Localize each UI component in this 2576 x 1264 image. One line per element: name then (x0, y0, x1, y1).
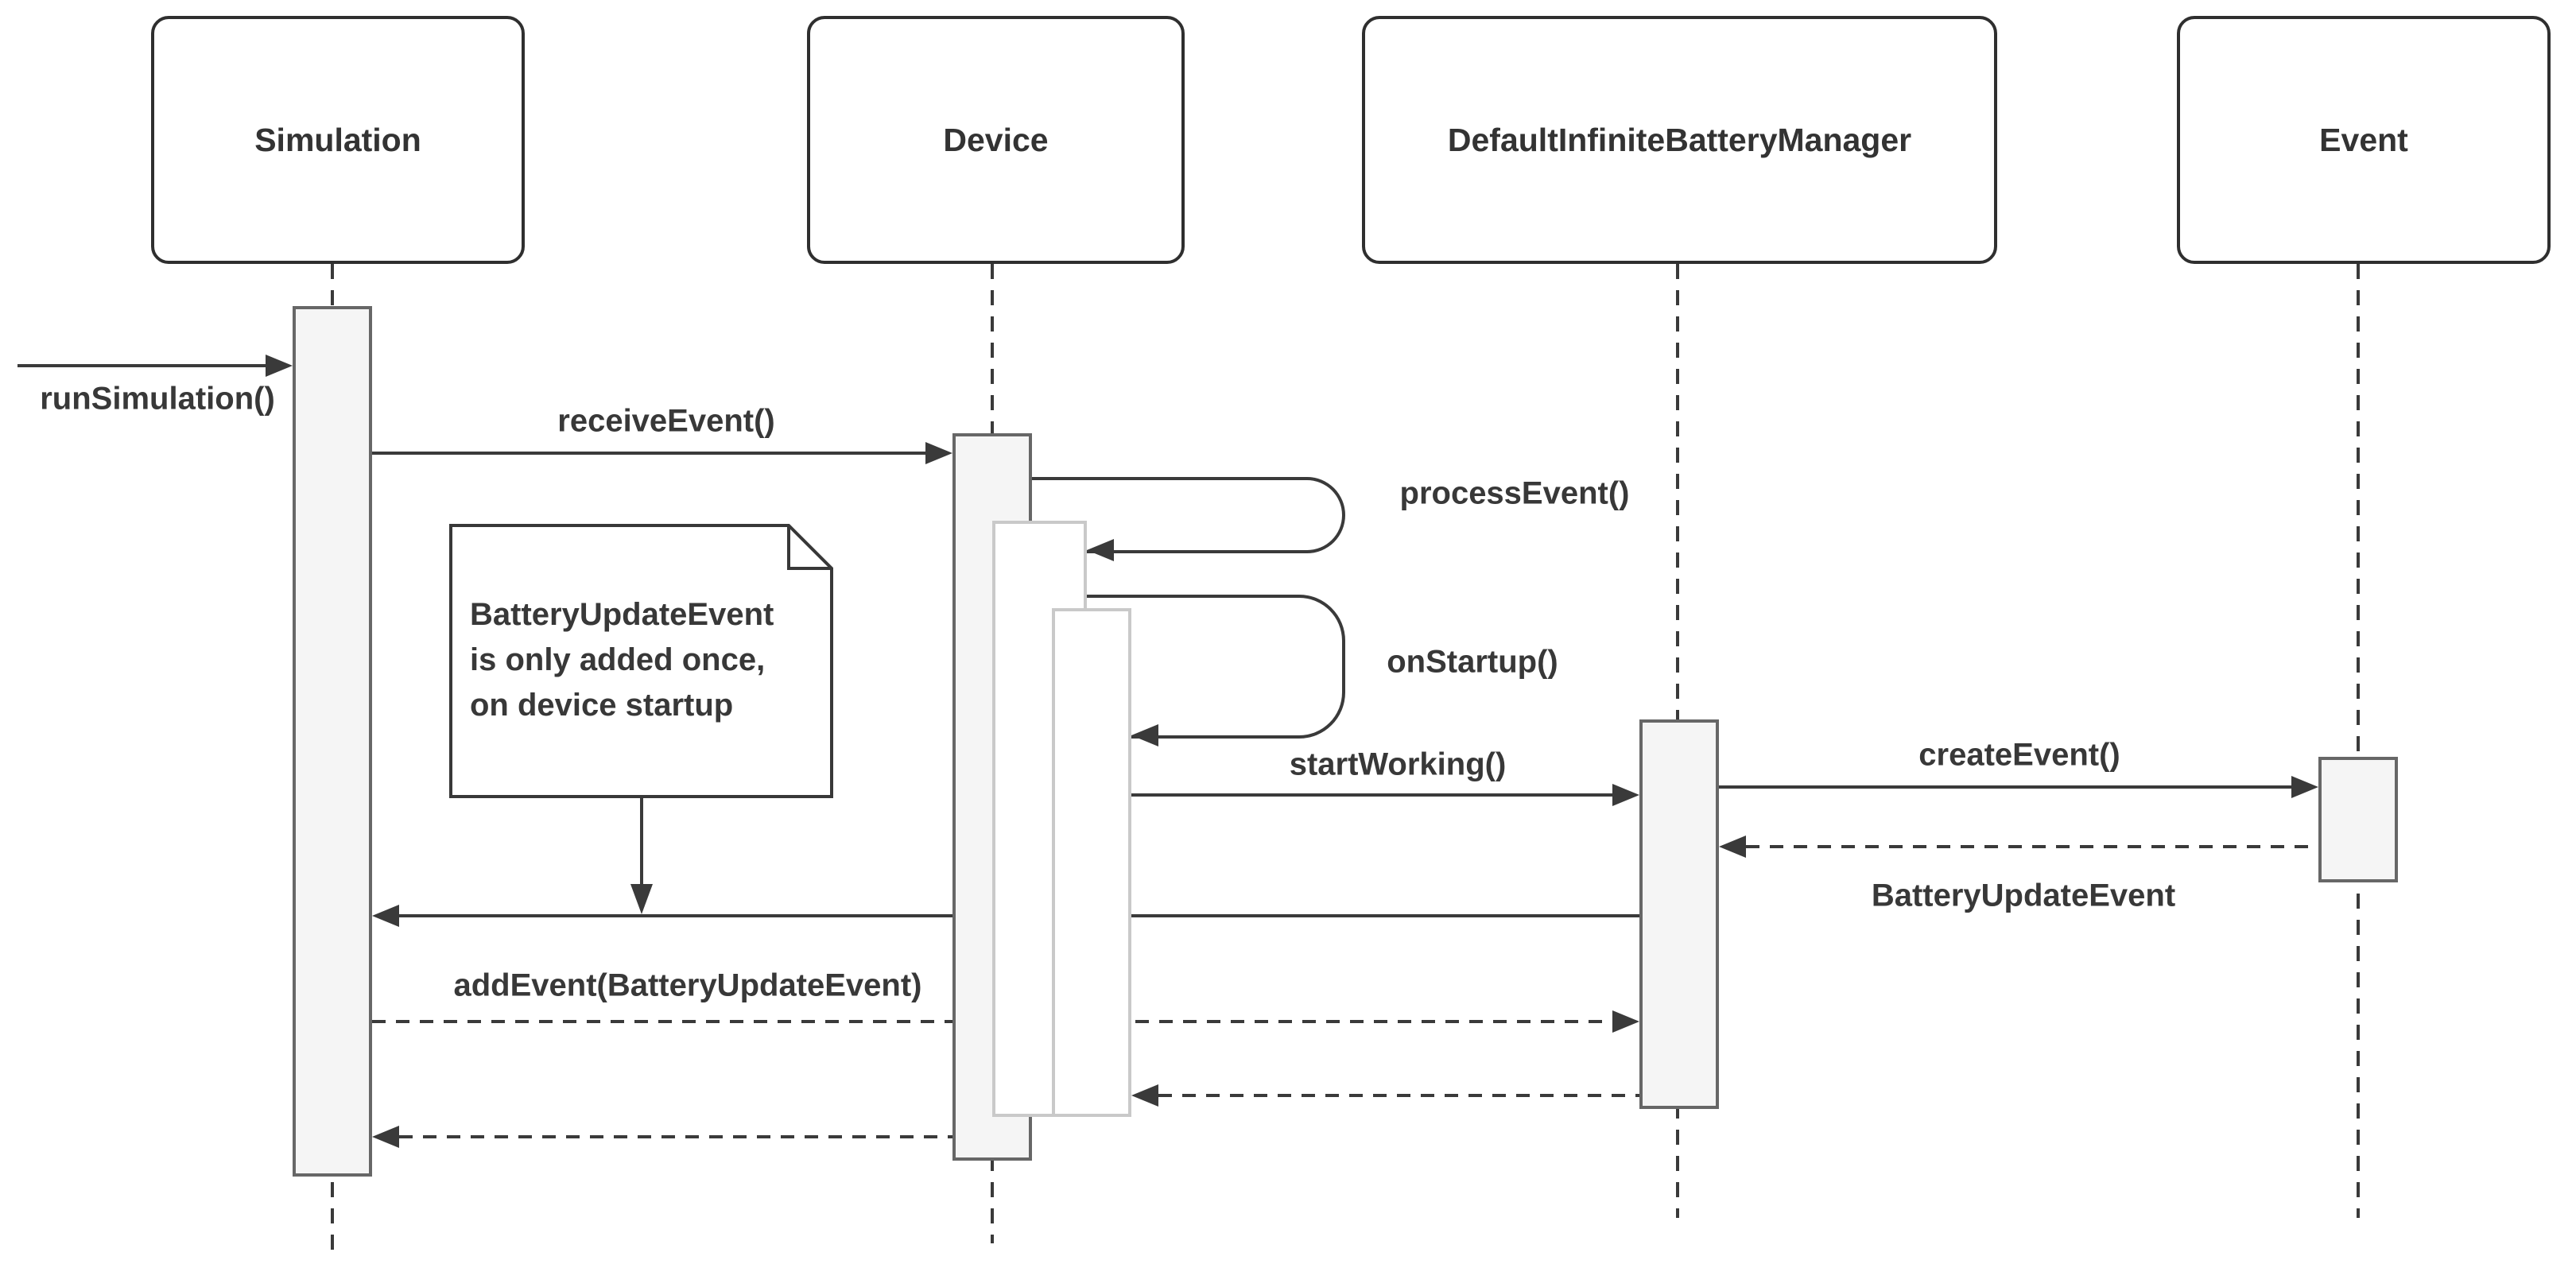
activation-event (2318, 757, 2398, 882)
self-call-process-event (1032, 477, 1345, 553)
message-label-receive-event: receiveEvent() (557, 403, 775, 439)
message-line-create-event (1719, 785, 2293, 789)
note-line-2: is only added once, (470, 642, 766, 677)
arrowhead-add-event (372, 905, 399, 927)
participant-simulation-label: Simulation (254, 121, 421, 158)
arrowhead-return-to-simulation (372, 1126, 399, 1148)
note-fold-icon (787, 525, 832, 570)
lifeline-event (2357, 264, 2360, 1218)
note-shape (449, 524, 833, 798)
note-pointer-arrowhead (630, 884, 653, 914)
arrowhead-on-startup (1131, 724, 1158, 746)
arrowhead-create-event (2291, 776, 2318, 798)
participant-battery-manager: DefaultInfiniteBatteryManager (1362, 16, 1997, 264)
message-label-process-event: processEvent() (1399, 475, 1630, 511)
message-line-start-working (1131, 793, 1614, 797)
activation-battery-manager (1639, 719, 1719, 1109)
message-label-battery-update-event: BatteryUpdateEvent (1871, 878, 2176, 913)
message-line-run-simulation (17, 364, 267, 367)
message-line-return-to-simulation (399, 1135, 952, 1138)
message-line-receive-event (372, 452, 927, 455)
arrowhead-start-working (1612, 784, 1639, 806)
note-pointer-line (640, 798, 643, 886)
activation-simulation (293, 306, 372, 1177)
message-line-battery-update-event (1746, 845, 2318, 848)
message-label-run-simulation: runSimulation() (40, 381, 275, 417)
participant-simulation: Simulation (151, 16, 525, 264)
message-line-return-to-device (1158, 1094, 1639, 1097)
participant-event-label: Event (2319, 121, 2408, 158)
participant-device-label: Device (943, 121, 1049, 158)
self-call-on-startup (1087, 595, 1345, 739)
arrowhead-battery-update-event (1719, 836, 1746, 858)
message-label-add-event: addEvent(BatteryUpdateEvent) (453, 967, 922, 1003)
participant-battery-manager-label: DefaultInfiniteBatteryManager (1447, 121, 1912, 158)
message-label-start-working: startWorking() (1289, 746, 1507, 782)
participant-device: Device (807, 16, 1185, 264)
arrowhead-return-to-battery-manager (1612, 1010, 1639, 1033)
participant-event: Event (2177, 16, 2551, 264)
arrowhead-receive-event (925, 442, 952, 464)
note-line-1: BatteryUpdateEvent (470, 597, 774, 632)
arrowhead-process-event (1087, 539, 1114, 561)
note: BatteryUpdateEvent is only added once, o… (449, 524, 833, 798)
message-label-on-startup: onStartup() (1387, 644, 1558, 680)
note-line-3: on device startup (470, 688, 734, 723)
message-label-create-event: createEvent() (1918, 737, 2120, 773)
arrowhead-return-to-device (1131, 1084, 1158, 1107)
activation-device-3 (1052, 608, 1131, 1117)
arrowhead-run-simulation (266, 355, 293, 377)
note-text: BatteryUpdateEvent is only added once, o… (470, 592, 774, 728)
